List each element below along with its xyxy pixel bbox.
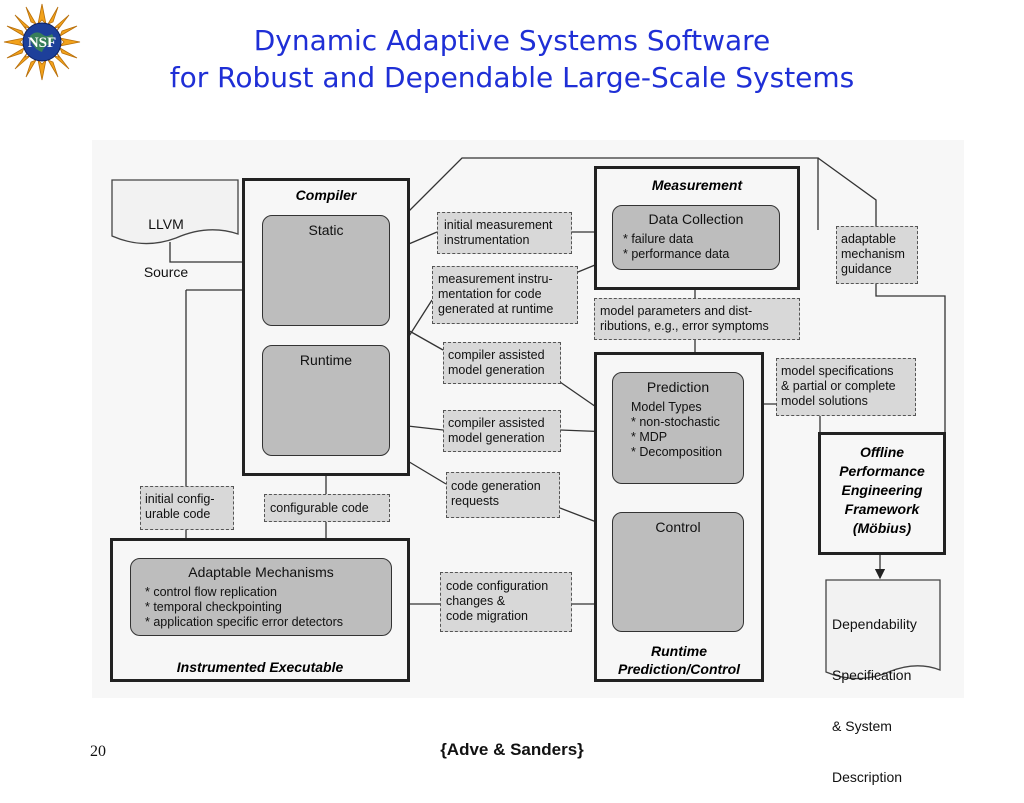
dependability-line: Specification (832, 667, 912, 683)
adaptable-mechanism-item: * control flow replication (145, 585, 278, 599)
measurement-instrumentation-label: measurement instru- mentation for code g… (432, 266, 578, 324)
dependability-text: Dependability Specification & System Des… (832, 582, 917, 803)
prediction-block: Prediction Model Types * non-stochastic … (612, 372, 744, 484)
offline-line: Offline (859, 444, 905, 460)
compiler-title: Compiler (295, 187, 357, 203)
model-type-item: * non-stochastic (631, 415, 720, 429)
runtime-block: Runtime (262, 345, 390, 456)
instrumented-executable-title: Instrumented Executable (176, 659, 344, 675)
label-line: adaptable (841, 232, 896, 246)
offline-framework-block: Offline Performance Engineering Framewor… (818, 432, 946, 555)
label-line: code generation (451, 479, 541, 493)
credit-text: {Adve & Sanders} (440, 740, 584, 759)
source-label: Source (143, 264, 189, 280)
model-types-label: Model Types (631, 400, 702, 414)
label-line: & partial or complete (781, 379, 896, 393)
static-label: Static (308, 222, 344, 238)
llvm-label: LLVM (148, 216, 184, 232)
label-line: compiler assisted (448, 416, 545, 430)
label-line: mentation for code (438, 287, 542, 301)
measurement-title: Measurement (651, 177, 743, 193)
adaptable-mechanism-item: * temporal checkpointing (145, 600, 282, 614)
label-line: model generation (448, 431, 545, 445)
model-type-item: * MDP (631, 430, 668, 444)
label-line: initial measurement (444, 218, 553, 232)
control-block: Control (612, 512, 744, 632)
adaptable-mechanisms-block: Adaptable Mechanisms * control flow repl… (130, 558, 392, 636)
label-line: model generation (448, 363, 545, 377)
label-line: code migration (446, 609, 528, 623)
label-line: mechanism (841, 247, 905, 261)
prediction-title: Prediction (646, 379, 710, 395)
initial-configurable-code-label: initial config- urable code (140, 486, 234, 530)
initial-measurement-label: initial measurement instrumentation (437, 212, 572, 254)
dependability-line: & System (832, 718, 892, 734)
llvm-source-document (111, 179, 239, 245)
label-line: model specifications (781, 364, 894, 378)
label-line: code configuration (446, 579, 549, 593)
model-specifications-label: model specifications & partial or comple… (776, 358, 916, 416)
data-collection-item: * failure data (623, 232, 694, 246)
adaptable-mechanisms-title: Adaptable Mechanisms (188, 564, 334, 580)
label-line: guidance (841, 262, 892, 276)
page-number: 20 (90, 743, 106, 760)
configurable-code-label: configurable code (264, 494, 390, 522)
slide-title-line-2: for Robust and Dependable Large-Scale Sy… (169, 61, 855, 94)
label-line: changes & (446, 594, 506, 608)
static-block: Static (262, 215, 390, 326)
model-type-item: * Decomposition (631, 445, 723, 459)
model-parameters-label: model parameters and dist- ributions, e.… (594, 298, 800, 340)
offline-line: Framework (844, 501, 920, 517)
label-line: configurable code (270, 501, 369, 515)
slide-title-line-1: Dynamic Adaptive Systems Software (253, 24, 771, 57)
dependability-line: Description (832, 769, 903, 785)
control-label: Control (655, 519, 701, 535)
runtime-pc-title-line-1: Runtime (651, 643, 707, 659)
code-generation-requests-label: code generation requests (446, 472, 560, 518)
label-line: initial config- (145, 492, 215, 506)
adaptable-mechanism-guidance-label: adaptable mechanism guidance (836, 226, 918, 284)
label-line: requests (451, 494, 499, 508)
llvm-source-label: LLVM Source (110, 184, 222, 296)
dependability-document (825, 579, 941, 680)
runtime-pc-title-line-2: Prediction/Control (617, 661, 741, 677)
label-line: instrumentation (444, 233, 530, 247)
runtime-label: Runtime (299, 352, 353, 368)
nsf-logo: NSF (3, 3, 81, 81)
offline-line: (Möbius) (852, 520, 912, 536)
offline-line: Engineering (841, 482, 923, 498)
label-line: ributions, e.g., error symptoms (600, 319, 769, 333)
label-line: model solutions (781, 394, 868, 408)
offline-line: Performance (839, 463, 925, 479)
compiler-assisted-model-generation-label-2: compiler assisted model generation (443, 410, 561, 452)
label-line: generated at runtime (438, 302, 554, 316)
code-configuration-changes-label: code configuration changes & code migrat… (440, 572, 572, 632)
label-line: urable code (145, 507, 211, 521)
dependability-line: Dependability (832, 616, 917, 632)
label-line: compiler assisted (448, 348, 545, 362)
data-collection-block: Data Collection * failure data * perform… (612, 205, 780, 270)
data-collection-title: Data Collection (648, 211, 744, 227)
nsf-logo-text: NSF (28, 35, 56, 51)
compiler-assisted-model-generation-label-1: compiler assisted model generation (443, 342, 561, 384)
data-collection-item: * performance data (623, 247, 730, 261)
label-line: measurement instru- (438, 272, 553, 286)
adaptable-mechanism-item: * application specific error detectors (145, 615, 344, 629)
label-line: model parameters and dist- (600, 304, 753, 318)
